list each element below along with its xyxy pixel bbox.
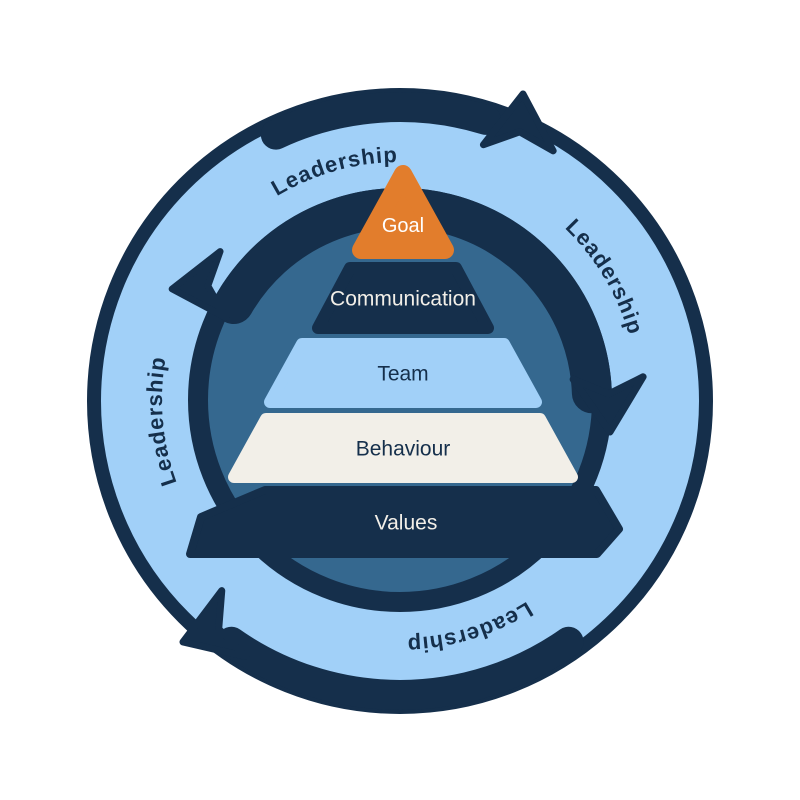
cycle-arrowhead-bottom-left-icon (179, 587, 250, 660)
pyramid-level-values-banner (186, 486, 623, 558)
outer-cycle-arc-bottom (216, 626, 584, 710)
outer-cycle-arc-top (260, 92, 501, 150)
cycle-arrowhead-inner-right-icon (569, 373, 647, 436)
pyramid-level-behaviour (228, 413, 578, 483)
pyramid-label-behaviour: Behaviour (356, 438, 451, 461)
pyramid-label-goal: Goal (382, 215, 424, 237)
pyramid-level-team (264, 338, 542, 408)
cycle-arrowhead-inner-left-icon (168, 248, 230, 321)
pyramid-label-team: Team (377, 363, 428, 386)
inner-cycle-arc (213, 187, 612, 414)
pyramid-level-communication (312, 262, 494, 334)
cycle-arrowhead-top-right-icon (479, 90, 557, 155)
pyramid-label-communication: Communication (330, 288, 476, 311)
pyramid-level-goal (352, 165, 454, 259)
pyramid-label-values: Values (375, 512, 438, 535)
